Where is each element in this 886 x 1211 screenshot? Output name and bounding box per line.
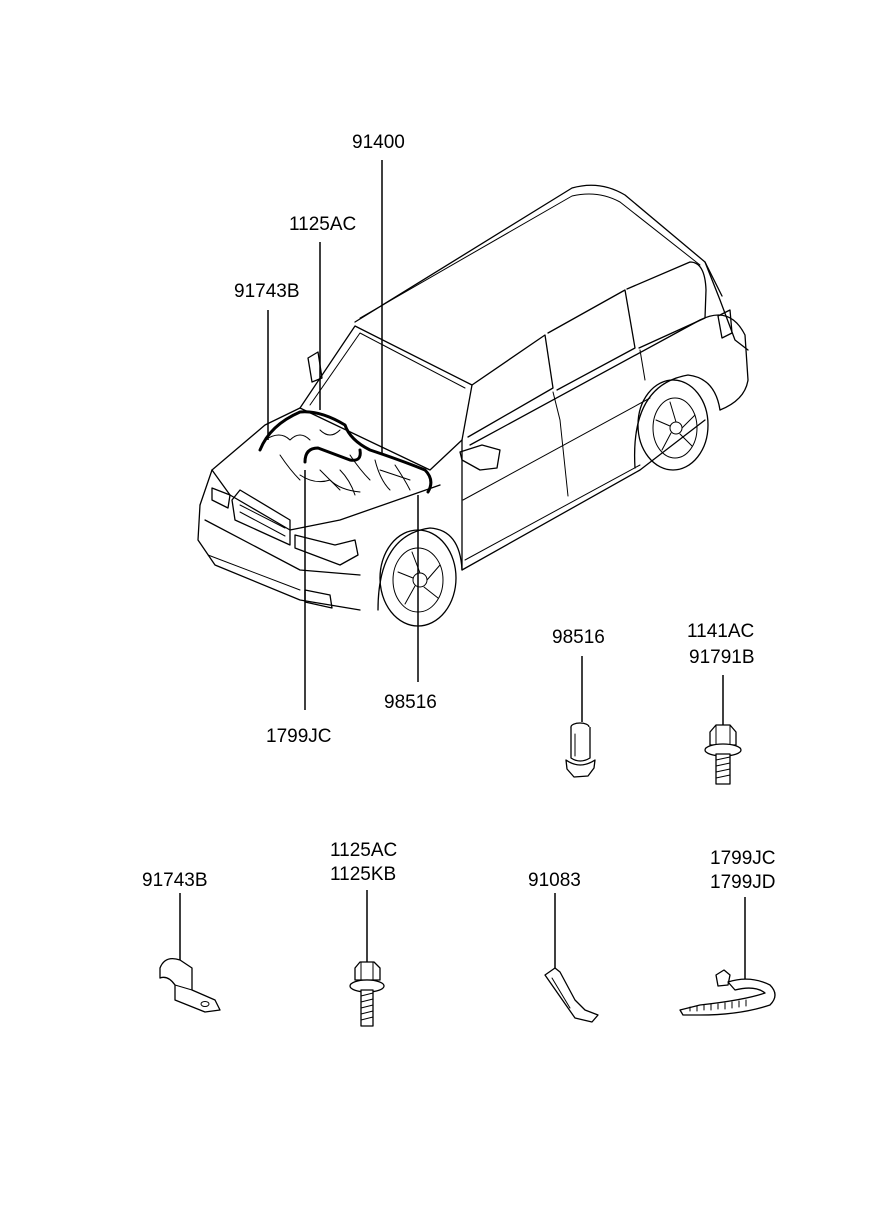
- bolt-label-1: 1125AC: [330, 840, 397, 861]
- car-leader-lines: [267, 160, 419, 710]
- flange-bolt-icon: [704, 724, 742, 785]
- label-grommet-top: 98516: [384, 692, 437, 713]
- label-bolt-top: 1125AC: [289, 214, 356, 235]
- bolt-label-2: 1125KB: [330, 864, 396, 885]
- clip-part: 91083: [528, 870, 599, 1023]
- cable-tie-icon: [679, 969, 776, 1016]
- vehicle-illustration: [197, 184, 749, 627]
- bolt-icon: [349, 961, 385, 1027]
- bracket-icon: [159, 957, 221, 1013]
- label-cable-tie-top: 1799JC: [266, 726, 332, 747]
- clip-label: 91083: [528, 870, 581, 891]
- clip-icon: [544, 967, 599, 1023]
- flange-bolt-part: 1141AC 91791B: [687, 621, 755, 785]
- grommet-part: 98516: [552, 627, 605, 778]
- cable-tie-label-1: 1799JC: [710, 848, 776, 869]
- cable-tie-part: 1799JC 1799JD: [679, 848, 776, 1016]
- label-bracket-top: 91743B: [234, 281, 300, 302]
- flange-bolt-label-1: 1141AC: [687, 621, 754, 642]
- grommet-icon: [565, 722, 596, 778]
- cable-tie-label-2: 1799JD: [710, 872, 776, 893]
- label-wiring-harness: 91400: [352, 132, 405, 153]
- bracket-part: 91743B: [142, 870, 221, 1013]
- bracket-label: 91743B: [142, 870, 208, 891]
- flange-bolt-label-2: 91791B: [689, 647, 755, 668]
- bolt-part: 1125AC 1125KB: [330, 840, 397, 1027]
- grommet-label: 98516: [552, 627, 605, 648]
